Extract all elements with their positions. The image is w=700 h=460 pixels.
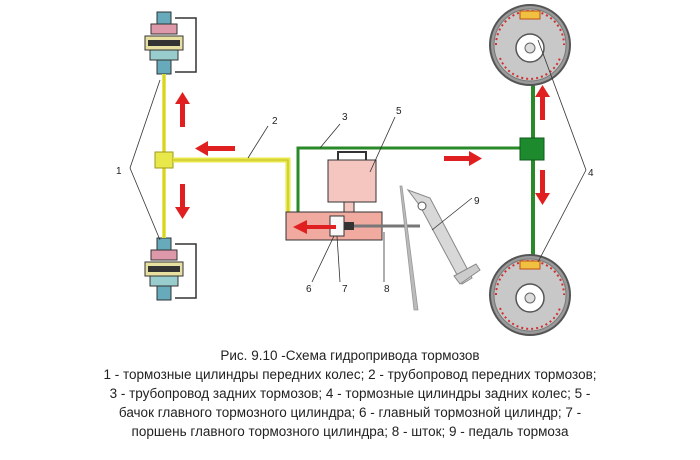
front-axle <box>144 11 197 301</box>
label-7: 7 <box>342 284 348 295</box>
label-1: 1 <box>116 166 122 177</box>
caption-line-1: 1 - тормозные цилиндры передних колес; 2… <box>103 367 597 382</box>
rear-brake-pipe <box>296 146 520 212</box>
rear-axle <box>489 4 571 336</box>
reservoir <box>327 151 377 213</box>
label-4: 4 <box>588 168 594 179</box>
front-brake-bottom <box>144 237 197 301</box>
label-6: 6 <box>306 284 312 295</box>
figure-caption: Рис. 9.10 -Схема гидропривода тормозов 1… <box>0 346 700 441</box>
label-9: 9 <box>474 196 480 207</box>
front-brake-top <box>144 11 197 75</box>
caption-line-4: поршень главного тормозного цилиндра; 8 … <box>131 424 569 439</box>
rear-brake-top <box>489 4 571 86</box>
label-8: 8 <box>384 284 390 295</box>
brake-pedal <box>399 185 481 311</box>
rear-brake-bottom <box>489 254 571 336</box>
brake-hydraulic-diagram: 1 2 3 5 4 9 6 7 8 <box>116 4 594 336</box>
caption-line-2: 3 - трубопровод задних тормозов; 4 - тор… <box>109 386 591 401</box>
leader-lines <box>129 39 587 283</box>
front-brake-pipe <box>173 157 291 212</box>
label-3: 3 <box>342 112 348 123</box>
caption-title: Рис. 9.10 -Схема гидропривода тормозов <box>220 348 480 363</box>
label-2: 2 <box>272 116 278 127</box>
caption-line-3: бачок главного тормозного цилиндра; 6 - … <box>118 405 582 420</box>
flow-arrows <box>175 85 550 234</box>
label-5: 5 <box>396 106 402 117</box>
